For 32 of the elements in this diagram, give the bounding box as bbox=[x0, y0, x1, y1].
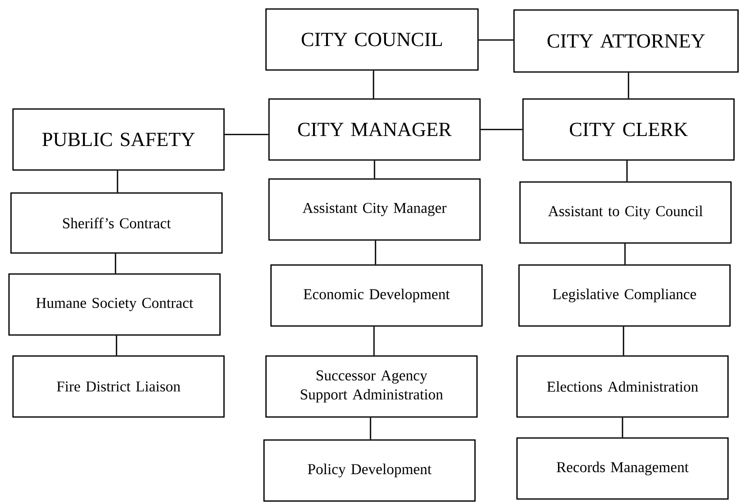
unit-box: Sheriff’s Contract bbox=[10, 192, 223, 254]
connector-line bbox=[224, 134, 268, 136]
connector-line bbox=[372, 70, 374, 98]
connector-line bbox=[116, 336, 118, 356]
connector-line bbox=[480, 128, 522, 130]
title-box: CITY COUNCIL bbox=[265, 8, 479, 71]
connector-line bbox=[622, 326, 624, 356]
connector-line bbox=[114, 254, 116, 274]
connector-line bbox=[626, 160, 628, 182]
unit-box: Legislative Compliance bbox=[518, 264, 731, 327]
unit-box: Fire District Liaison bbox=[12, 355, 225, 418]
unit-box: Assistant City Manager bbox=[268, 178, 481, 241]
connector-line bbox=[370, 418, 372, 440]
connector-line bbox=[478, 39, 514, 41]
connector-line bbox=[628, 72, 630, 98]
unit-box: Assistant to City Council bbox=[519, 181, 732, 244]
connector-line bbox=[622, 418, 624, 438]
title-box: CITY MANAGER bbox=[268, 98, 481, 161]
unit-box: Policy Development bbox=[263, 439, 476, 502]
unit-box: Elections Administration bbox=[516, 355, 729, 418]
connector-line bbox=[373, 326, 375, 356]
unit-box: Successor Agency Support Administration bbox=[265, 355, 478, 418]
connector-line bbox=[374, 240, 376, 264]
title-box: CITY CLERK bbox=[522, 98, 735, 161]
connector-line bbox=[374, 160, 376, 178]
connector-line bbox=[116, 170, 118, 192]
connector-line bbox=[624, 244, 626, 264]
unit-box: Records Management bbox=[516, 437, 729, 500]
title-box: PUBLIC SAFETY bbox=[12, 108, 225, 171]
unit-box: Humane Society Contract bbox=[8, 273, 221, 336]
unit-box: Economic Development bbox=[270, 264, 483, 327]
title-box: CITY ATTORNEY bbox=[513, 9, 739, 73]
